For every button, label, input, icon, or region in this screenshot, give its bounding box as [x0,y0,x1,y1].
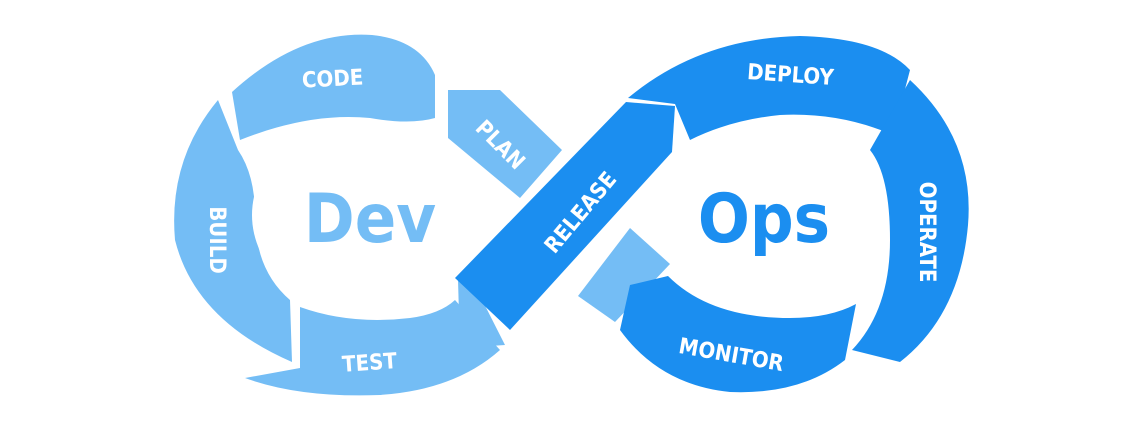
build-label: BUILD [204,206,229,274]
deploy-label: DEPLOY [746,60,835,91]
build-segment [174,100,292,362]
dev-loop [174,34,670,396]
monitor-segment [620,276,856,393]
test-segment [245,300,500,396]
operate-label: OPERATE [914,182,939,283]
dev-center [252,120,468,310]
release-segment [455,102,675,330]
monitor-return-segment [578,228,670,322]
ops-center [667,120,883,310]
dev-title: Dev [304,180,436,259]
ops-loop [455,36,969,393]
code-segment [232,34,435,141]
test-label: TEST [341,349,398,378]
deploy-segment [628,36,910,140]
ops-title: Ops [698,180,830,259]
plan-segment [448,90,562,198]
code-label: CODE [301,65,364,93]
operate-segment [852,80,969,362]
